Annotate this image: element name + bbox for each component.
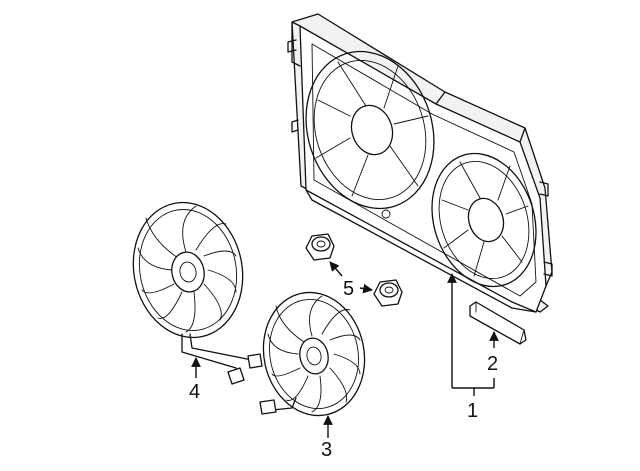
callout-label-1: 1 [467, 400, 478, 422]
callout-1: 1 [447, 273, 494, 422]
fan-assembly-small [259, 291, 366, 417]
nut-lower [373, 279, 403, 307]
callout-3: 3 [321, 415, 333, 461]
seal-strip [469, 301, 527, 345]
fan-shroud [287, 13, 553, 313]
fan-assembly-large [132, 201, 263, 385]
callout-label-3: 3 [321, 439, 332, 461]
callout-label-2: 2 [487, 353, 498, 375]
callout-2: 2 [487, 331, 499, 388]
callout-5: 5 [329, 261, 373, 300]
callout-4: 4 [189, 357, 201, 403]
callout-label-4: 4 [189, 381, 200, 403]
callout-label-5: 5 [343, 278, 354, 300]
nut-upper [305, 233, 335, 261]
